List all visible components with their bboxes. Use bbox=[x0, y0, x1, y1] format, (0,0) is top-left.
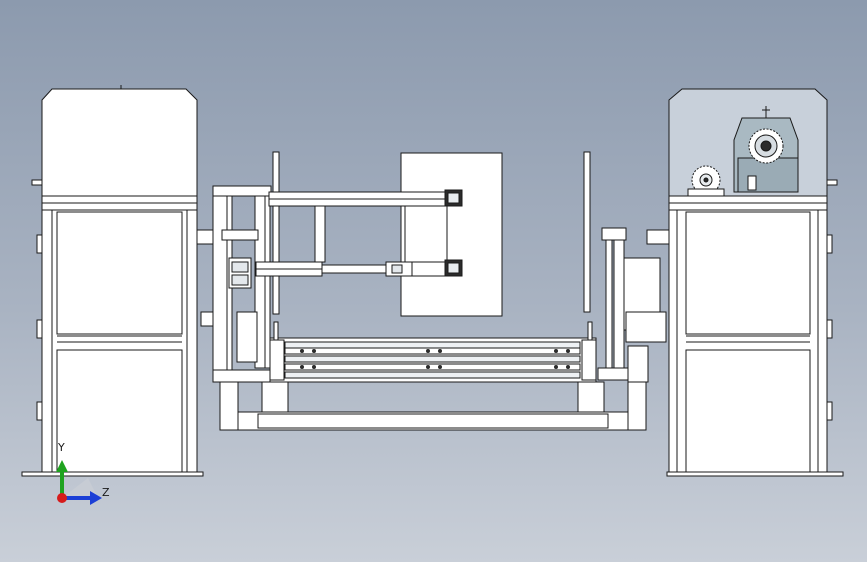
left-vertical-plate bbox=[272, 151, 280, 315]
roller-bed bbox=[269, 321, 597, 383]
left-frame bbox=[200, 185, 279, 383]
left-tower-top-cover bbox=[41, 88, 198, 197]
left-tower bbox=[21, 85, 204, 477]
x-axis-origin bbox=[57, 493, 67, 503]
upper-arm bbox=[268, 189, 463, 263]
gear-icon bbox=[748, 128, 784, 164]
right-tower-base bbox=[666, 471, 844, 477]
lower-base bbox=[219, 381, 647, 431]
lower-arm-cylinder bbox=[255, 259, 463, 277]
z-axis-arrow bbox=[62, 496, 92, 500]
sprocket-icon bbox=[691, 165, 721, 195]
axis-triad bbox=[56, 460, 102, 505]
left-tower-base bbox=[21, 471, 204, 477]
gearbox-assembly bbox=[687, 106, 799, 197]
right-shaft bbox=[646, 229, 670, 245]
y-axis-arrow bbox=[60, 470, 64, 498]
y-axis-label: Y bbox=[58, 441, 65, 454]
right-vertical-plate bbox=[583, 151, 591, 313]
z-axis-label: Z bbox=[102, 486, 110, 499]
right-frame bbox=[597, 227, 667, 383]
